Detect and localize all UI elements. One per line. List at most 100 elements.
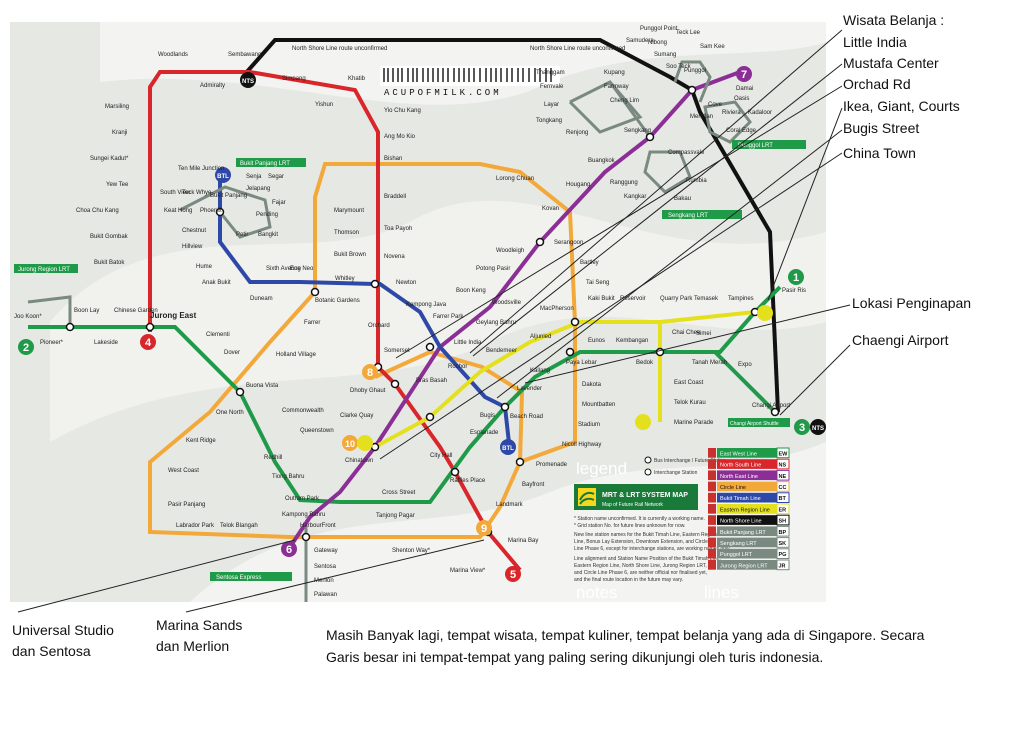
line-badge-5: 5 (505, 566, 521, 582)
legend-line-color (717, 470, 777, 481)
train-icon (708, 448, 716, 458)
erl-badge-south (635, 414, 651, 430)
station-bakau: Bakau (674, 196, 691, 202)
station-marymount: Marymount (334, 208, 364, 214)
station-sengkang: Sengkang (624, 128, 651, 134)
station-teck-whye: Teck Whye (182, 190, 212, 196)
east-west-airport-branch (713, 350, 777, 414)
legend-line-name: Bukit Panjang LRT (720, 530, 766, 536)
erl-badge-west (357, 435, 373, 451)
legend-line-code-box (776, 481, 790, 492)
station-chestnut: Chestnut (182, 228, 206, 234)
station-senja: Senja (246, 174, 262, 180)
station-thanggam: Thanggam (536, 70, 565, 76)
station-little-india: Little India (454, 340, 482, 346)
station-layar: Layar (544, 102, 559, 108)
legend-line-code-box (776, 469, 790, 481)
svg-text:BTL: BTL (217, 174, 229, 180)
legend-line-name: North East Line (720, 474, 758, 480)
station-cove: Cove (708, 102, 723, 108)
station-chinatown: Chinatown (345, 458, 373, 464)
annotation-chinatown: China Town (843, 145, 916, 161)
legend-note-6: Eastern Region Line, North Shore Line, J… (574, 563, 707, 569)
station-boon-keng: Boon Keng (456, 288, 486, 294)
station-promenade: Promenade (536, 462, 568, 468)
legend-line-code-box (776, 458, 790, 470)
legend-line-name: Sengkang LRT (720, 541, 757, 547)
station-kadaloor: Kadaloor (748, 110, 772, 116)
station-marine-parade: Marine Parade (674, 420, 714, 426)
station-farmway: Farmway (604, 84, 629, 90)
watermark-barcode-bg (380, 66, 560, 86)
station-riviera: Riviera (722, 110, 741, 116)
station-farrer-park: Farrer Park (433, 314, 464, 320)
station-pending: Pending (256, 212, 278, 218)
station-sam-kee: Sam Kee (700, 44, 725, 50)
svg-text:9: 9 (481, 523, 487, 535)
train-icon (708, 504, 716, 514)
punggol-lrt-label: Punggol LRT (738, 143, 773, 149)
legend-line-code-box (776, 548, 790, 559)
svg-text:BTL: BTL (502, 446, 514, 452)
station-south-view: South View (160, 190, 191, 196)
station-simpang: Simpang (282, 76, 306, 82)
pointer-mustafa (472, 63, 843, 357)
station-sixth-avenue: Sixth Avenue (266, 266, 302, 272)
station-outram-park: Outram Park (285, 496, 320, 502)
station-anak-bukit: Anak Bukit (202, 280, 231, 286)
line-badge-8: 8 (362, 364, 378, 380)
legend-line-color (717, 459, 777, 469)
legend-note-5: Line alignment and Station Name Position… (574, 556, 721, 562)
bukit-panjang-lrt-label: Bukit Panjang LRT (240, 161, 290, 167)
station-beach-road: Beach Road (510, 414, 543, 420)
station-bishan: Bishan (384, 156, 402, 162)
station-one-north: One North (216, 410, 244, 416)
station-tampines: Tampines (728, 296, 754, 302)
station-marina-bay: Marina Bay (508, 538, 538, 544)
legend-line-color (717, 560, 777, 570)
annotation-universal: Universal Studio dan Sentosa (12, 622, 114, 659)
station-hougang: Hougang (566, 182, 590, 188)
svg-text:7: 7 (741, 69, 747, 81)
station-dover: Dover (224, 350, 240, 356)
station-dhoby-ghaut: Dhoby Ghaut (350, 388, 386, 394)
station-yew-tee: Yew Tee (106, 182, 129, 188)
bukit-panjang-lrt-tag (236, 158, 306, 167)
line-badge-6: 6 (281, 541, 297, 557)
pointer-little-india (469, 29, 843, 354)
station-thomson: Thomson (334, 230, 359, 236)
station-yio-chu-kang: Yio Chu Kang (384, 108, 421, 114)
north-shore-line (243, 38, 780, 413)
station-oasis: Oasis (734, 96, 749, 102)
station-punggol-point: Punggol Point (640, 26, 678, 32)
station-lorong-chuan: Lorong Chuan (496, 176, 534, 182)
legend-line-name: Eastern Region Line (720, 507, 770, 513)
station-chinese-garden: Chinese Garden (114, 308, 158, 314)
annotation-ikea: Ikea, Giant, Courts (843, 98, 960, 114)
station-cheng-lim: Cheng Lim (610, 98, 639, 104)
pointer-penginapan (524, 304, 851, 384)
station-tongkang: Tongkang (536, 118, 562, 124)
station-bangkit: Bangkit (258, 232, 278, 238)
line-badge-9: 9 (476, 520, 492, 536)
station-potong-pasir: Potong Pasir (476, 266, 510, 272)
pointer-bugis (496, 129, 843, 399)
station-coral-edge: Coral Edge (726, 128, 757, 134)
legend-line-code-box (776, 537, 790, 548)
station-kampong-java: Kampong Java (406, 302, 447, 308)
station-eng-neo: Eng Neo (290, 266, 314, 272)
station-esplanade: Esplanade (470, 430, 499, 436)
interchange-markers (65, 85, 780, 542)
terminal-badge-nts-1: NTS (240, 72, 256, 88)
station-labels: Woodlands Sembawang Admiralty Simpang Kh… (14, 26, 806, 598)
station-newton: Newton (396, 280, 416, 286)
train-icon (708, 459, 716, 469)
legend-line-code: PG (779, 552, 787, 558)
svg-text:5: 5 (510, 569, 516, 581)
station-pasir-ris: Pasir Ris (782, 288, 806, 294)
station-shenton-way: Shenton Way* (392, 548, 431, 554)
legend-line-name: Bukit Timah Line (720, 496, 761, 502)
svg-text:NTS: NTS (812, 426, 824, 432)
